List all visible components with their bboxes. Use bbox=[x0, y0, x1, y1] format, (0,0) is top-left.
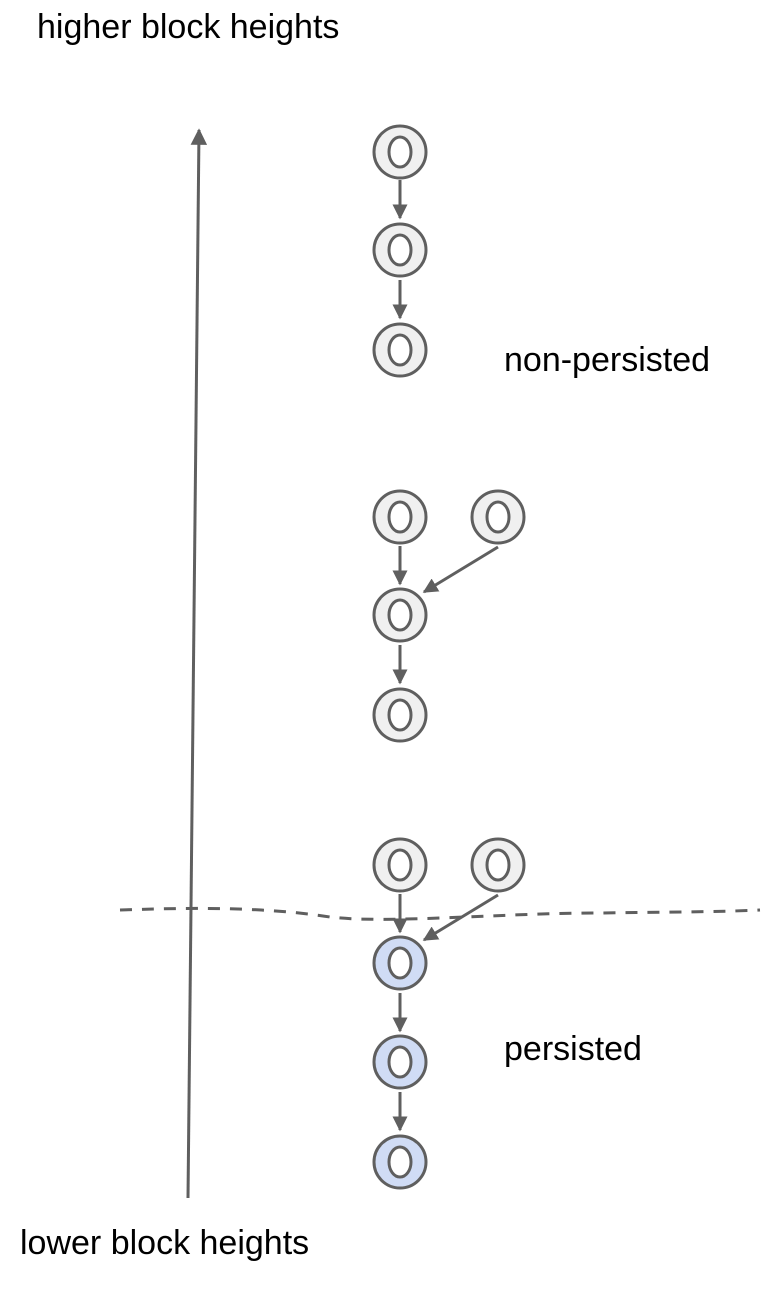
block-node-non-persisted bbox=[372, 687, 428, 743]
block-node-non-persisted bbox=[372, 322, 428, 378]
block-node-non-persisted bbox=[372, 587, 428, 643]
block-node-non-persisted bbox=[372, 489, 428, 545]
top-axis-label: higher block heights bbox=[37, 8, 340, 46]
persisted-label: persisted bbox=[504, 1030, 642, 1068]
block-node-non-persisted bbox=[470, 489, 526, 545]
block-node-non-persisted bbox=[372, 124, 428, 180]
edges bbox=[392, 180, 499, 1132]
blocks bbox=[372, 124, 526, 1190]
block-node-non-persisted bbox=[372, 837, 428, 893]
block-node-non-persisted bbox=[372, 222, 428, 278]
edge bbox=[422, 893, 499, 942]
edge bbox=[422, 545, 499, 594]
block-node-non-persisted bbox=[470, 837, 526, 893]
block-node-persisted bbox=[372, 1134, 428, 1190]
block-node-persisted bbox=[372, 1034, 428, 1090]
bottom-axis-label: lower block heights bbox=[20, 1224, 310, 1262]
persistence-boundary bbox=[119, 906, 761, 921]
block-node-persisted bbox=[372, 935, 428, 991]
block-height-axis bbox=[186, 128, 208, 1199]
non-persisted-label: non-persisted bbox=[504, 341, 711, 379]
